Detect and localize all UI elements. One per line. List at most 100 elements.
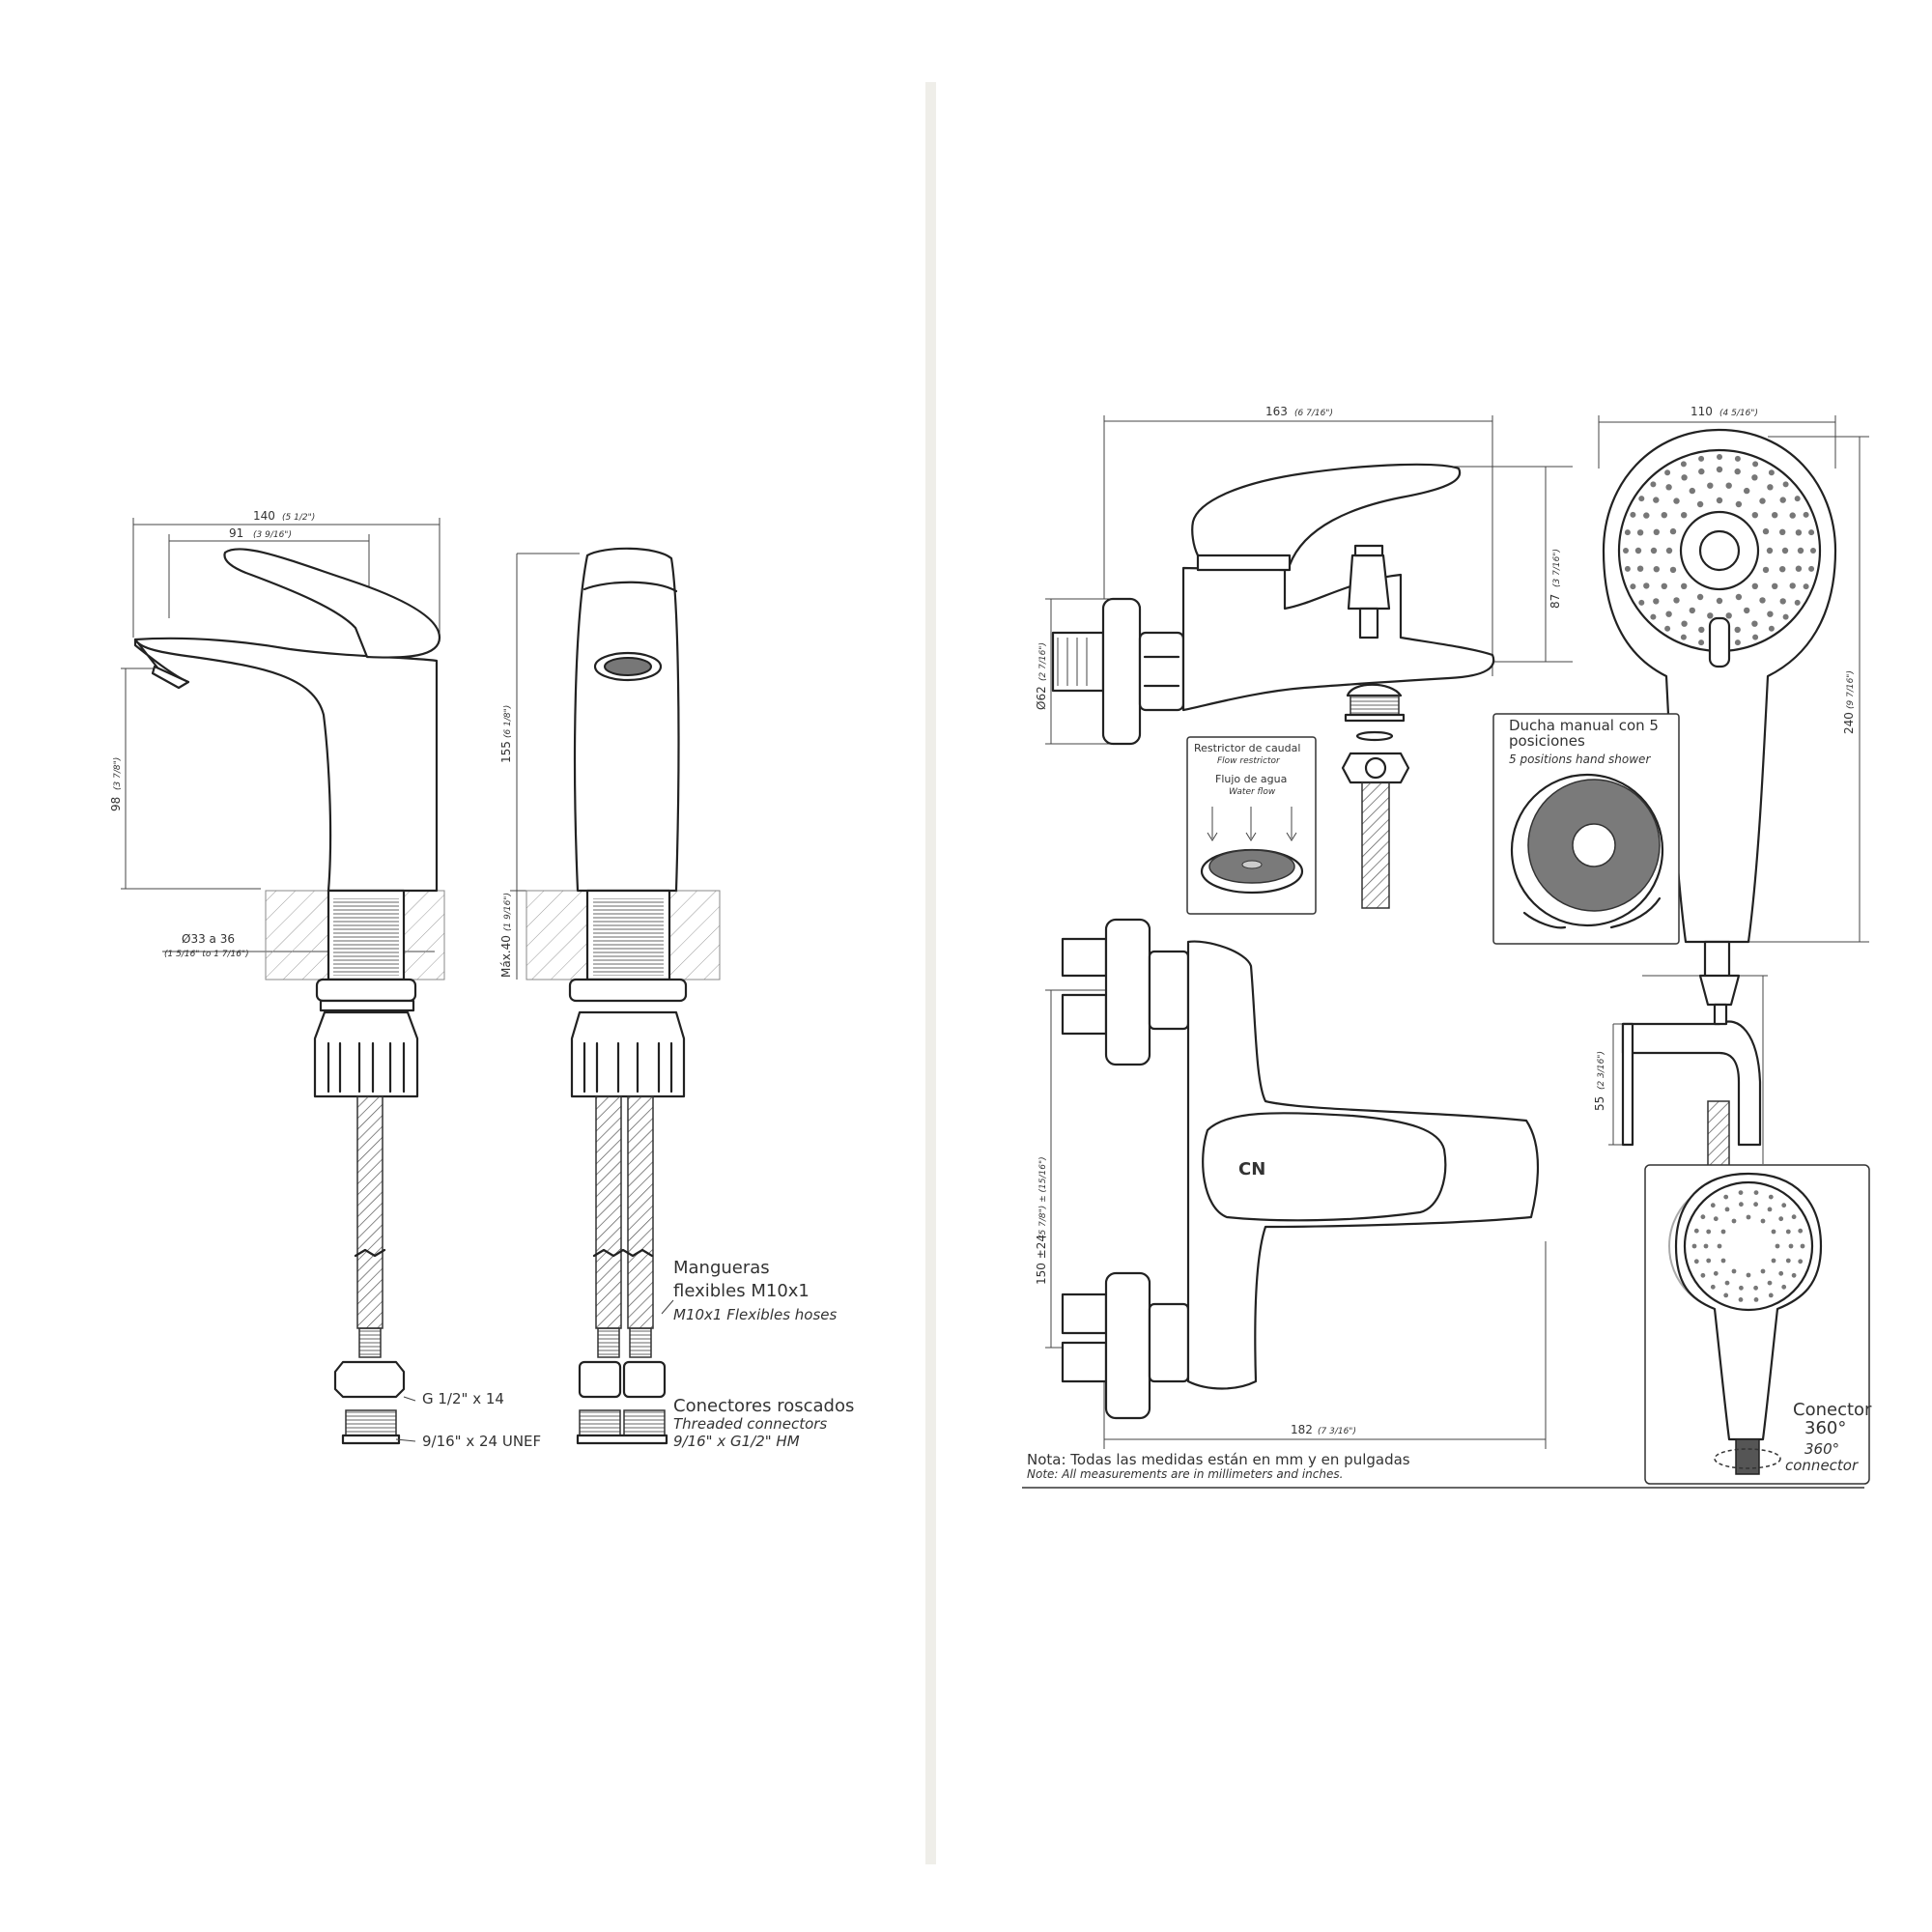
nozzle-dot [1746, 1272, 1751, 1278]
dim-centers-inch: (5 7/8") ± (15/16") [1038, 1156, 1048, 1238]
nozzle-dot [1724, 1207, 1730, 1212]
nozzle-dot [1810, 548, 1816, 554]
nozzle-dot [1789, 512, 1796, 519]
nozzle-dot [1779, 528, 1786, 535]
nozzle-dot [1716, 497, 1723, 504]
nozzle-dot [1636, 529, 1644, 536]
nozzle-dot [1766, 547, 1774, 554]
nozzle-dot [1789, 582, 1796, 589]
nozzle-dot [1653, 497, 1660, 503]
panel-divider [925, 82, 936, 1864]
nozzle-dot [1800, 1243, 1805, 1249]
nozzle-dot [1698, 639, 1705, 646]
nozzle-dot [1623, 548, 1629, 554]
nozzle-dot [1696, 500, 1704, 508]
nozzle-dot [1734, 626, 1741, 634]
nozzle-dot [1798, 1228, 1804, 1234]
nozzle-dot [1768, 469, 1775, 476]
nozzle-dot [1778, 1216, 1784, 1222]
dim-height-inch: (6 1/8") [503, 705, 513, 738]
connector-360-box: Conector 360° 360° connector [1644, 1164, 1872, 1485]
nozzle-dot [1767, 1207, 1773, 1212]
nozzle-dot [1638, 496, 1645, 502]
nozzle-dot [1665, 547, 1673, 554]
nozzle-dot [1673, 497, 1680, 504]
nozzle-dot [1734, 455, 1741, 462]
nozzle-dot [1772, 582, 1778, 589]
hoses-label-en: M10x1 Flexibles hoses [673, 1306, 838, 1323]
dim-width-spout-inch: (3 9/16") [253, 530, 292, 540]
nozzle-dot [1653, 566, 1661, 573]
nozzle-dot [1717, 454, 1722, 460]
nozzle-dot [1735, 500, 1743, 508]
nozzle-dot [1681, 582, 1688, 589]
dim-shower-width: 110 [1690, 405, 1713, 418]
nozzle-dot [1653, 528, 1661, 535]
nozzle-dot [1624, 565, 1631, 572]
dim-max-deck-inch: (1 9/16") [503, 893, 513, 931]
nozzle-dot [1653, 598, 1660, 605]
nozzle-dot [1753, 1190, 1759, 1195]
dim-hole: Ø33 a 36 [182, 932, 235, 946]
dim-flange-inch: (2 7/16") [1038, 642, 1048, 681]
nozzle-dot [1706, 1258, 1712, 1264]
nozzle-dot [1710, 1203, 1716, 1208]
nozzle-dot [1781, 1284, 1787, 1290]
connector-label-en-2: connector [1785, 1457, 1859, 1474]
hoses-label: Mangueras flexibles M10x1 M10x1 Flexible… [673, 1258, 838, 1323]
dim-spout-height: 98 [109, 797, 123, 811]
nozzle-dot [1785, 1258, 1791, 1264]
nozzle-dot [1791, 1214, 1797, 1220]
dim-bottom-width: 182 [1291, 1423, 1313, 1436]
nozzle-dot [1768, 1194, 1774, 1200]
dim-mixer-height: 87 [1548, 594, 1562, 609]
connector-label-es-2: 360° [1804, 1418, 1846, 1438]
connectors-label: Conectores roscados Threaded connectors … [673, 1396, 854, 1450]
nozzle-dot [1772, 512, 1778, 519]
nozzle-dot [1759, 497, 1766, 504]
nozzle-dot [1681, 620, 1688, 627]
note-es: Nota: Todas las medidas están en mm y en… [1027, 1451, 1410, 1468]
nozzle-dot [1768, 1293, 1774, 1298]
nozzle-dot [1746, 1214, 1751, 1220]
nozzle-dot [1643, 582, 1650, 589]
nozzle-dot [1664, 625, 1671, 632]
nozzle-dot [1782, 613, 1789, 620]
nozzle-dot [1650, 613, 1657, 620]
nozzle-dot [1664, 469, 1671, 476]
connector-label-en-1: 360° [1804, 1440, 1839, 1458]
basin-faucet-front-view: 155 (6 1/8") Máx.40 (1 9/16") [499, 547, 721, 1445]
logo: CN [1238, 1159, 1265, 1179]
dim-holder: 55 [1593, 1096, 1606, 1111]
nozzle-dot [1665, 611, 1672, 617]
five-position-shower-box: Ducha manual con 5 posiciones 5 position… [1492, 713, 1680, 945]
nozzle-dot [1785, 1229, 1791, 1235]
nozzle-dot [1775, 1243, 1780, 1249]
nozzle-dot [1795, 529, 1803, 536]
shower-label-en: 5 positions hand shower [1509, 753, 1651, 766]
hand-shower: 110 (4 5/16") 240 (9 7/16") [1598, 405, 1869, 982]
nozzle-dot [1767, 611, 1774, 617]
nozzle-dot [1650, 547, 1658, 554]
nozzle-dot [1798, 1259, 1804, 1264]
dim-holder-inch: (2 3/16") [1597, 1051, 1606, 1090]
nozzle-dot [1781, 547, 1789, 554]
nozzle-dot [1713, 1270, 1719, 1276]
nozzle-dot [1725, 482, 1732, 489]
nozzle-dot [1751, 474, 1758, 481]
nozzle-dot [1716, 466, 1723, 473]
dim-width-total: 140 [253, 509, 275, 523]
nozzle-dot [1779, 497, 1786, 503]
thread-g-label: G 1/2" x 14 [422, 1390, 504, 1407]
nozzle-dot [1738, 1190, 1744, 1195]
nozzle-dot [1762, 527, 1770, 535]
dim-width-total-inch: (5 1/2") [282, 513, 315, 523]
nozzle-dot [1762, 566, 1770, 574]
nozzle-dot [1734, 639, 1741, 646]
connector-label-es-1: Conector [1793, 1400, 1872, 1420]
nozzle-dot [1752, 461, 1759, 468]
nozzle-dot [1691, 1243, 1697, 1249]
nozzle-dot [1698, 455, 1705, 462]
nozzle-dot [1767, 1280, 1773, 1286]
dim-max-deck: Máx.40 [499, 935, 513, 978]
